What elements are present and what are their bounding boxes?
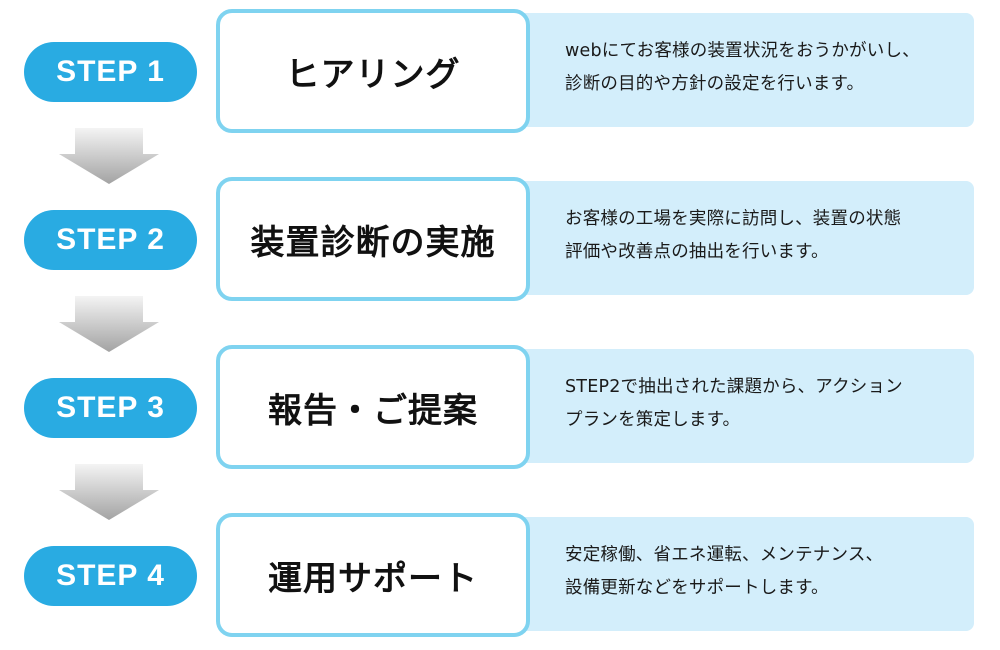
step-description-box: 安定稼働、省エネ運転、メンテナンス、 設備更新などをサポートします。 xyxy=(480,517,974,631)
step-label: STEP 3 xyxy=(56,391,165,424)
step-badge: STEP 2 xyxy=(24,210,197,270)
step-title: ヒアリング xyxy=(285,54,461,95)
step-badge: STEP 4 xyxy=(24,546,197,606)
step-title-box: 運用サポート xyxy=(216,513,530,637)
step-title: 装置診断の実施 xyxy=(250,222,496,263)
step-4: 安定稼働、省エネ運転、メンテナンス、 設備更新などをサポートします。 運用サポー… xyxy=(0,513,1000,637)
step-description-box: webにてお客様の装置状況をおうかがいし、 診断の目的や方針の設定を行います。 xyxy=(480,13,974,127)
down-arrow-icon xyxy=(59,464,159,520)
step-description-box: STEP2で抽出された課題から、アクション プランを策定します。 xyxy=(480,349,974,463)
step-badge: STEP 1 xyxy=(24,42,197,102)
step-label: STEP 1 xyxy=(56,55,165,88)
step-title: 運用サポート xyxy=(268,558,478,599)
step-title-box: ヒアリング xyxy=(216,9,530,133)
step-description: 安定稼働、省エネ運転、メンテナンス、 設備更新などをサポートします。 xyxy=(565,545,884,598)
step-3: STEP2で抽出された課題から、アクション プランを策定します。 報告・ご提案 … xyxy=(0,345,1000,469)
step-title: 報告・ご提案 xyxy=(268,390,478,431)
down-arrow-icon xyxy=(59,128,159,184)
down-arrow-icon xyxy=(59,296,159,352)
step-1: webにてお客様の装置状況をおうかがいし、 診断の目的や方針の設定を行います。 … xyxy=(0,9,1000,133)
step-badge: STEP 3 xyxy=(24,378,197,438)
step-description: お客様の工場を実際に訪問し、装置の状態 評価や改善点の抽出を行います。 xyxy=(565,209,902,262)
step-title-box: 報告・ご提案 xyxy=(216,345,530,469)
step-label: STEP 4 xyxy=(56,559,165,592)
step-description: webにてお客様の装置状況をおうかがいし、 診断の目的や方針の設定を行います。 xyxy=(565,41,920,94)
step-2: お客様の工場を実際に訪問し、装置の状態 評価や改善点の抽出を行います。 装置診断… xyxy=(0,177,1000,301)
step-description: STEP2で抽出された課題から、アクション プランを策定します。 xyxy=(565,377,903,430)
step-description-box: お客様の工場を実際に訪問し、装置の状態 評価や改善点の抽出を行います。 xyxy=(480,181,974,295)
step-title-box: 装置診断の実施 xyxy=(216,177,530,301)
step-label: STEP 2 xyxy=(56,223,165,256)
